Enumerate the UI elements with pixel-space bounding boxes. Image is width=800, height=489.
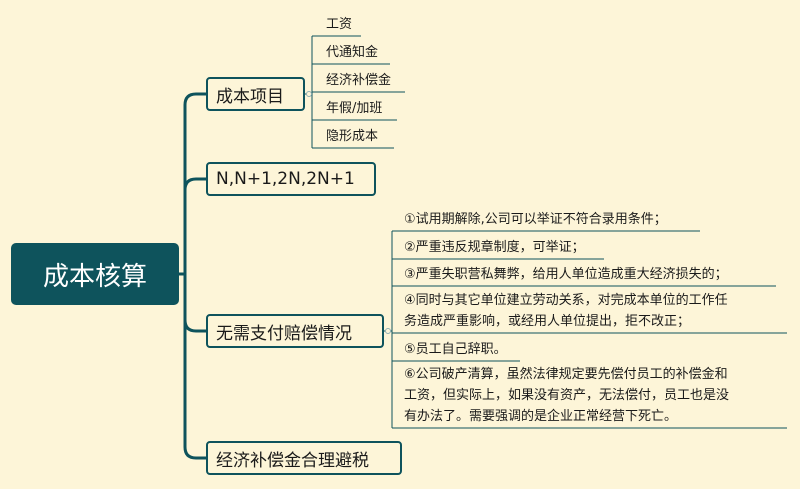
branch-label: 无需支付赔偿情况 (216, 323, 352, 344)
leaf-item[interactable]: ②严重违反规章制度，可举证； (404, 240, 585, 255)
leaf-item[interactable]: ⑤员工自己辞职。 (404, 342, 507, 357)
leaf-item[interactable]: ⑥公司破产清算，虽然法律规定要先偿付员工的补偿金和 工资，但实际上，如果没有资产… (404, 367, 730, 424)
leaf-item[interactable]: 隐形成本 (326, 129, 379, 144)
leaf-item[interactable]: ①试用期解除,公司可以举证不符合录用条件； (404, 212, 667, 227)
branch-node-compensation-formula[interactable]: N,N+1,2N,2N+1 (206, 162, 376, 196)
leaf-item[interactable]: 代通知金 (326, 45, 379, 60)
leaf-item[interactable]: 工资 (326, 17, 353, 32)
leaf-item[interactable]: ③严重失职营私舞弊，给用人单位造成重大经济损失的； (404, 267, 728, 282)
trunk-to-branch-1 (183, 92, 206, 274)
branch-label: N,N+1,2N,2N+1 (216, 169, 355, 189)
trunk-to-branch-4 (183, 320, 206, 460)
branch-node-cost-items[interactable]: 成本项目 (206, 77, 305, 111)
leaf-item[interactable]: ④同时与其它单位建立劳动关系，对完成本单位的工作任 务造成严重影响，或经用人单位… (404, 293, 728, 329)
branch-label: 经济补偿金合理避税 (216, 450, 369, 471)
leaf-item[interactable]: 年假/加班 (326, 101, 383, 116)
branch-label: 成本项目 (216, 86, 284, 107)
branch-node-tax-avoidance[interactable]: 经济补偿金合理避税 (206, 441, 402, 475)
trunk-to-branch-2 (183, 177, 206, 191)
collapse-toggle-icon[interactable] (385, 328, 391, 334)
collapse-toggle-icon[interactable] (306, 91, 312, 97)
root-label: 成本核算 (42, 261, 147, 292)
trunk-to-branch-3 (183, 274, 206, 333)
root-node[interactable]: 成本核算 (11, 243, 179, 305)
branch-node-no-compensation-cases[interactable]: 无需支付赔偿情况 (206, 314, 384, 348)
leaf-item[interactable]: 经济补偿金 (326, 73, 392, 88)
